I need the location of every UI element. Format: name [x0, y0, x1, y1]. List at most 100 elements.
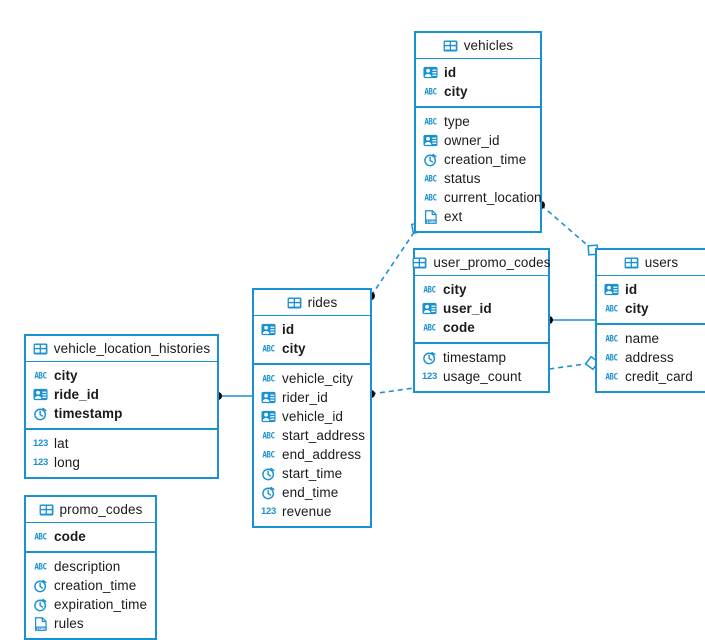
column-name: vehicle_id: [282, 409, 344, 424]
abc-icon: ABC: [423, 284, 436, 295]
123-icon: 123: [261, 505, 276, 517]
id-card-icon: [422, 302, 437, 316]
table-title: users: [644, 255, 679, 270]
clock-icon: [423, 153, 438, 167]
column-row-id[interactable]: id: [416, 63, 540, 82]
column-row-ext[interactable]: JSON ext: [416, 207, 540, 226]
id-card-icon: [261, 410, 276, 424]
column-row-id[interactable]: id: [597, 280, 705, 299]
abc-icon: ABC: [262, 343, 275, 354]
table-grid-icon: [624, 256, 639, 269]
table-grid-icon: [33, 342, 48, 355]
column-name: ext: [444, 209, 463, 224]
column-name: city: [54, 368, 78, 383]
column-row-user_id[interactable]: user_id: [415, 299, 548, 318]
column-name: ride_id: [54, 387, 99, 402]
relationship-vlh-rides: [214, 392, 252, 400]
svg-text:JSON: JSON: [36, 625, 46, 630]
column-name: vehicle_city: [282, 371, 353, 386]
column-name: type: [444, 114, 470, 129]
table-header-promo_codes[interactable]: promo_codes: [26, 497, 155, 523]
column-name: description: [54, 559, 121, 574]
column-name: id: [625, 282, 638, 297]
column-name: city: [443, 282, 467, 297]
table-header-rides[interactable]: rides: [254, 290, 370, 316]
table-title: vehicle_location_histories: [53, 341, 211, 356]
table-header-vehicles[interactable]: vehicles: [416, 33, 540, 59]
column-name: owner_id: [444, 133, 500, 148]
abc-icon: ABC: [605, 371, 618, 382]
column-row-start_time[interactable]: start_time: [254, 464, 370, 483]
table-header-vehicle_location_histories[interactable]: vehicle_location_histories: [26, 336, 217, 362]
column-name: name: [625, 331, 660, 346]
column-row-timestamp[interactable]: timestamp: [415, 348, 548, 367]
column-row-type[interactable]: ABC type: [416, 112, 540, 131]
table-header-users[interactable]: users: [597, 250, 705, 276]
123-icon: 123: [422, 370, 437, 382]
column-row-owner_id[interactable]: owner_id: [416, 131, 540, 150]
column-name: city: [444, 84, 468, 99]
column-row-vehicle_city[interactable]: ABC vehicle_city: [254, 369, 370, 388]
id-card-icon: [33, 388, 48, 402]
table-grid-icon: [287, 296, 302, 309]
table-grid-icon: [412, 256, 427, 269]
table-header-user_promo_codes[interactable]: user_promo_codes: [412, 250, 550, 276]
id-card-icon: [423, 66, 438, 80]
column-row-expiration_time[interactable]: expiration_time: [26, 595, 155, 614]
table-title: vehicles: [463, 38, 514, 53]
column-row-end_time[interactable]: end_time: [254, 483, 370, 502]
column-row-vehicle_id[interactable]: vehicle_id: [254, 407, 370, 426]
column-row-creation_time[interactable]: creation_time: [26, 576, 155, 595]
abc-icon: ABC: [424, 116, 437, 127]
json-document-icon: JSON: [423, 209, 438, 224]
column-name: lat: [54, 436, 69, 451]
id-card-icon: [261, 323, 276, 337]
column-name: timestamp: [54, 406, 123, 421]
column-row-creation_time[interactable]: creation_time: [416, 150, 540, 169]
column-row-timestamp[interactable]: timestamp: [26, 404, 217, 423]
column-row-rider_id[interactable]: rider_id: [254, 388, 370, 407]
column-row-city[interactable]: ABC city: [415, 280, 548, 299]
column-row-ride_id[interactable]: ride_id: [26, 385, 217, 404]
abc-icon: ABC: [262, 449, 275, 460]
table-grid-icon: [443, 39, 458, 52]
abc-icon: ABC: [34, 531, 47, 542]
column-name: code: [443, 320, 475, 335]
abc-icon: ABC: [605, 352, 618, 363]
column-row-id[interactable]: id: [254, 320, 370, 339]
column-name: current_location: [444, 190, 542, 205]
abc-icon: ABC: [262, 373, 275, 384]
